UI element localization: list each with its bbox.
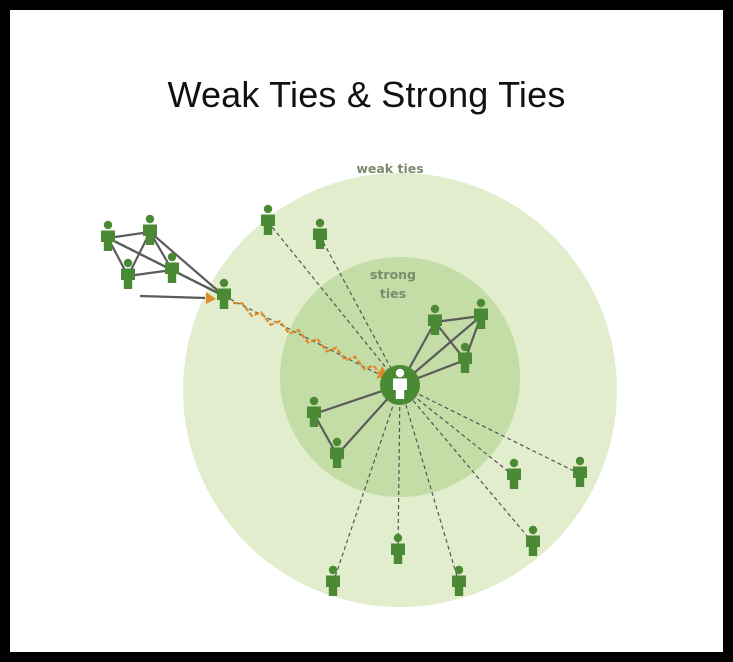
self-node (380, 365, 420, 405)
person-icon (165, 252, 179, 283)
arrow-path (232, 301, 384, 379)
weak-tie-line (399, 384, 515, 477)
diagram-title: Weak Ties & Strong Ties (167, 74, 566, 115)
weak-ties-label: weak ties (356, 161, 423, 176)
person-icon (121, 258, 135, 289)
cluster-tie-line (139, 294, 206, 300)
cluster-tie-line (149, 231, 225, 297)
strong-ties-label-line1: strong (370, 267, 416, 282)
strong-tie-line (434, 314, 482, 324)
weak-tie-line (399, 384, 581, 475)
arrow-head (206, 292, 216, 304)
weak-tie-line (319, 235, 401, 386)
strong-ties-label-line2: ties (380, 286, 406, 301)
cluster-tie-line (127, 268, 173, 278)
